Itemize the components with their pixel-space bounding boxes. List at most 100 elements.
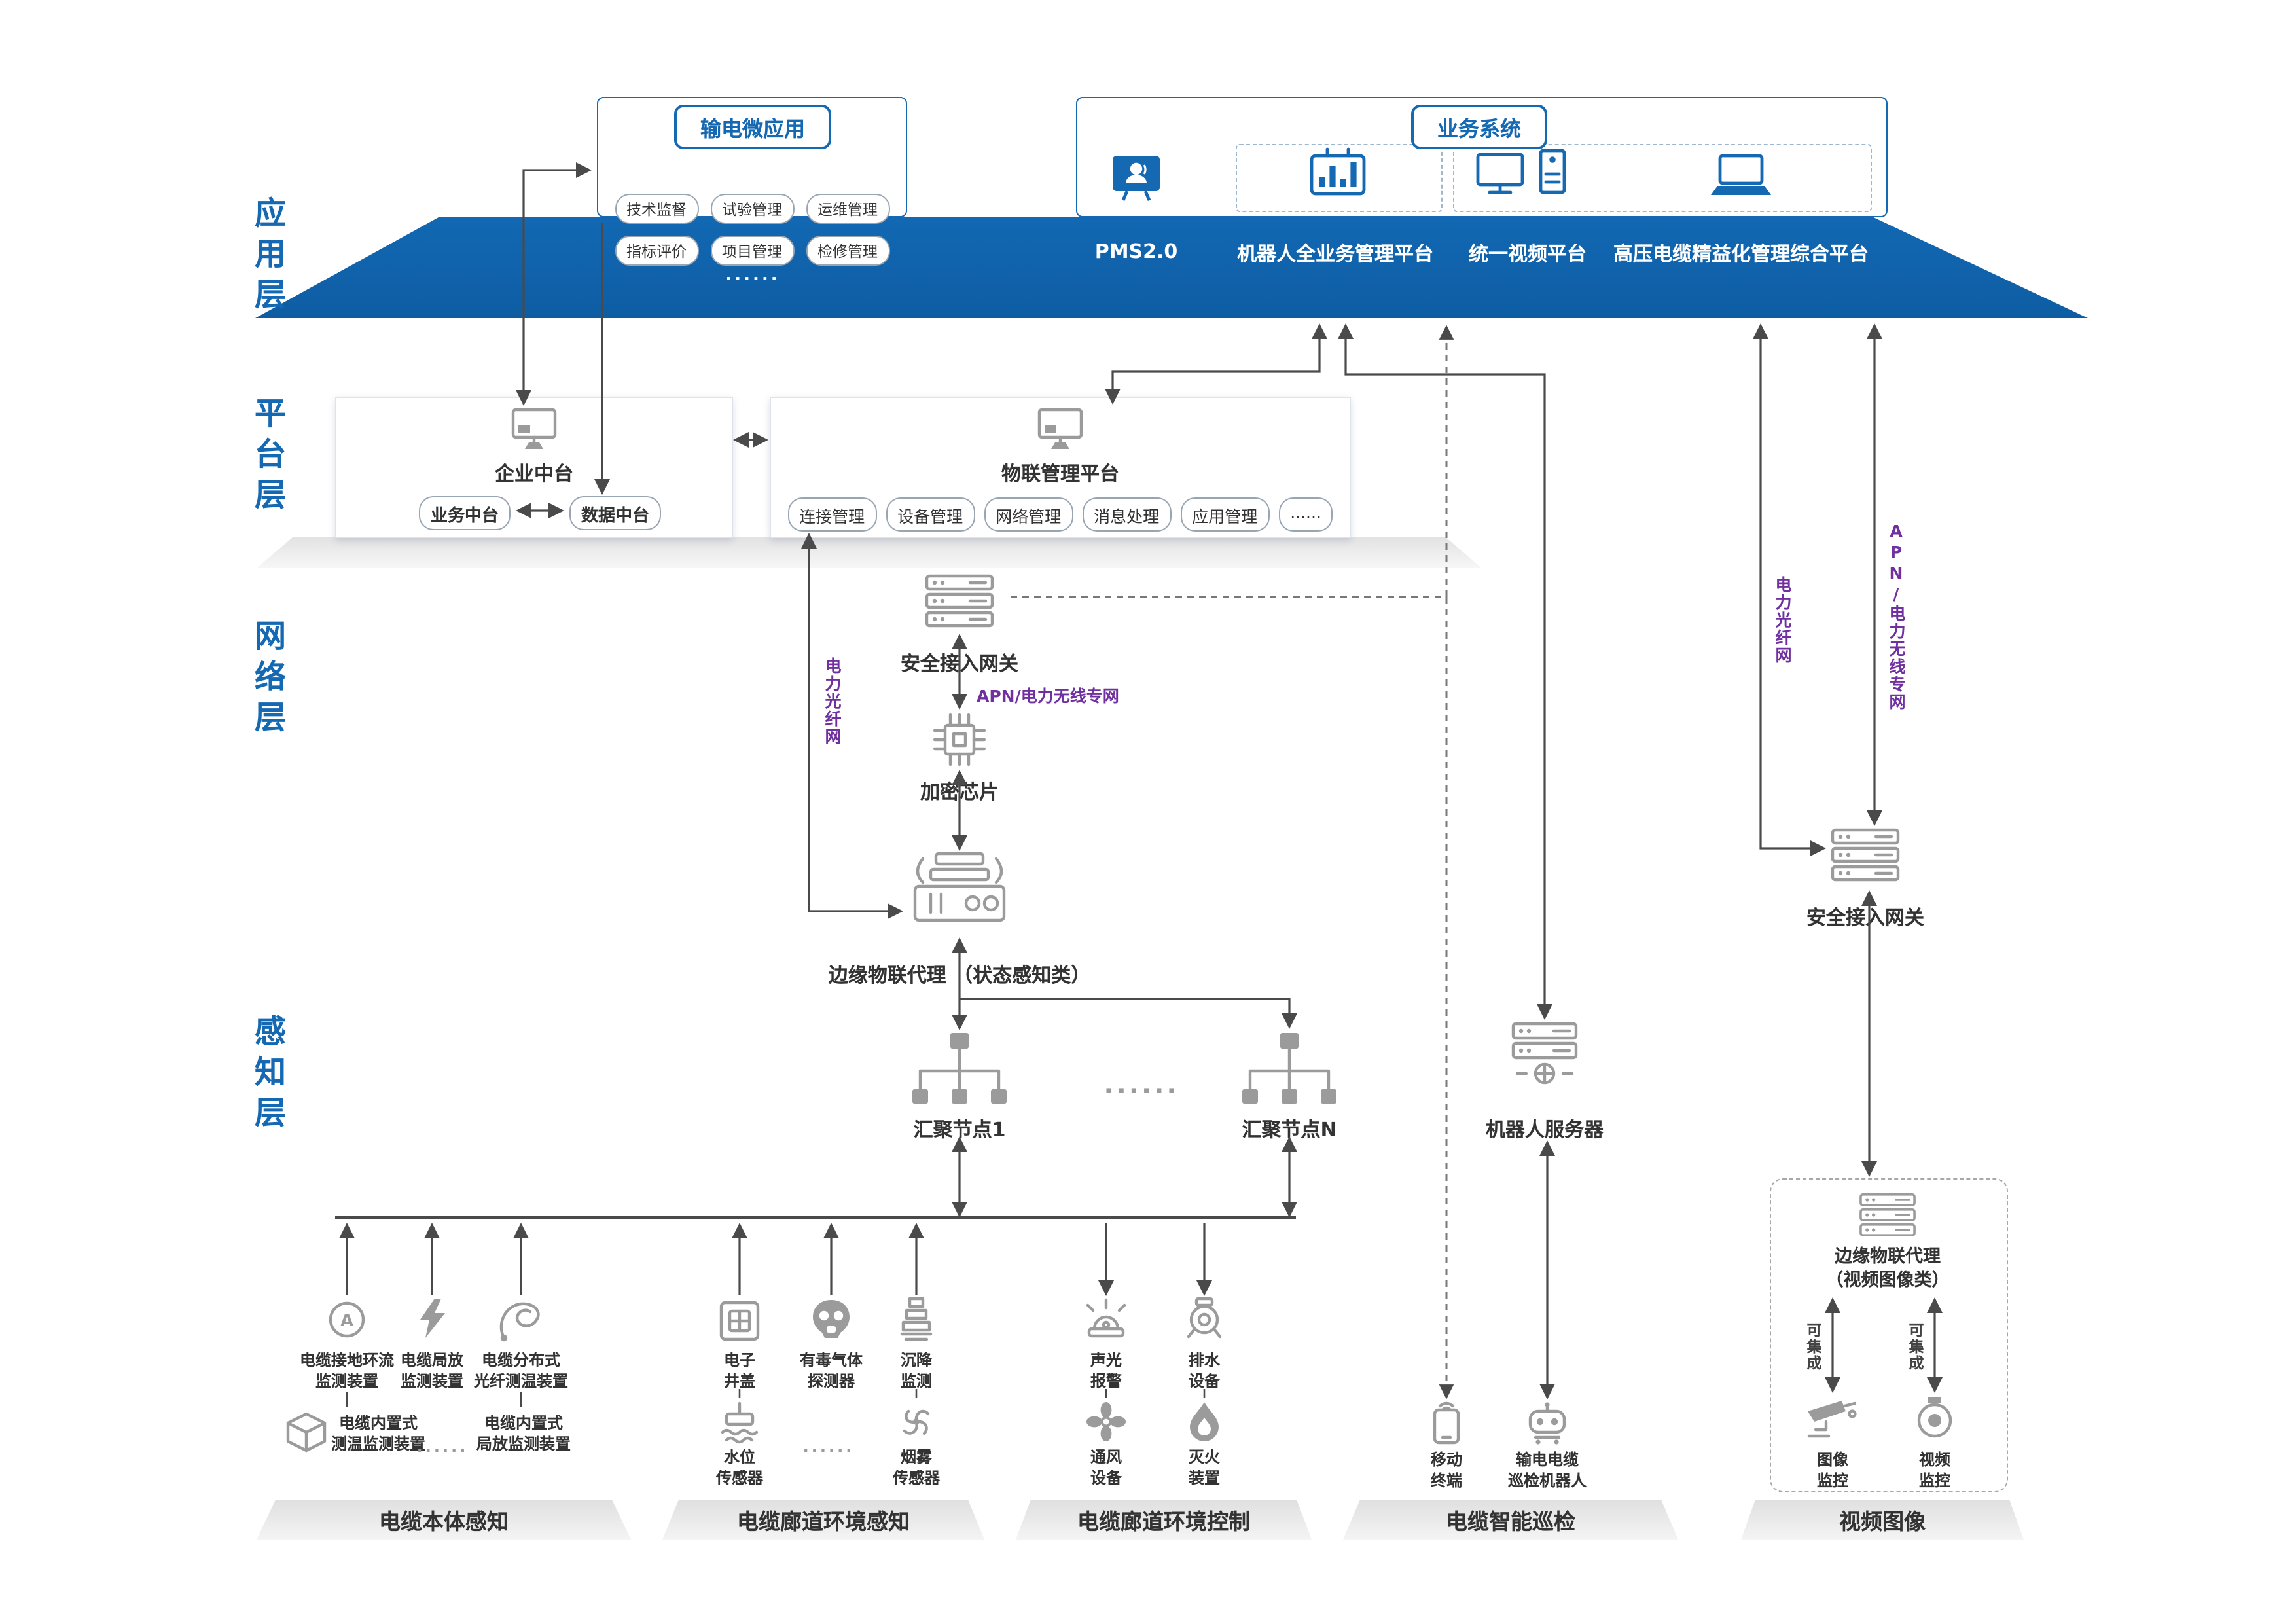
partial-discharge-label: 电缆局放 监测装置 (400, 1351, 464, 1390)
pill-connection-mgmt: 连接管理 (787, 497, 877, 532)
fiber-temp-label: 电缆分布式 光纤测温装置 (473, 1351, 569, 1390)
band-label-hv-cable-platform: 高压电缆精益化管理综合平台 (1613, 242, 1869, 266)
pill-app-mgmt: 应用管理 (1180, 497, 1270, 532)
ventilation-fan-icon (1085, 1401, 1127, 1443)
edge-agent-video-label: 边缘物联代理 （视频图像类） (1825, 1246, 1950, 1291)
fiber-temp-icon (496, 1300, 546, 1342)
edge-agent-video-icon (1857, 1191, 1918, 1238)
water-level-icon (719, 1401, 761, 1444)
band-label-pms: PMS2.0 (1094, 240, 1178, 263)
water-level-label: 水位 传感器 (715, 1448, 764, 1487)
group-cable-body: 电缆本体感知 (257, 1500, 631, 1540)
layer-label-perception: 感知层 (249, 1015, 285, 1136)
cctv-camera-icon (1805, 1396, 1860, 1440)
group1-ellipsis: ...... (416, 1437, 469, 1456)
node1-hub-icon (910, 1032, 1009, 1105)
pill-network-mgmt: 网络管理 (984, 497, 1073, 532)
inspection-robot-label: 输电电缆 巡检机器人 (1507, 1451, 1587, 1490)
group-corridor-sensing: 电缆廊道环境感知 (662, 1500, 984, 1540)
builtin-temp-cube-icon (285, 1411, 327, 1453)
robot-platform-chart-icon (1308, 147, 1368, 199)
pill-business-middle: 业务中台 (418, 496, 511, 530)
toxic-gas-label: 有毒气体 探测器 (799, 1351, 863, 1390)
image-monitor-label: 图像 监控 (1816, 1451, 1849, 1490)
security-gateway-icon (923, 573, 996, 628)
toxic-gas-icon (809, 1299, 853, 1341)
business-system-title: 业务系统 (1410, 105, 1548, 149)
p-index-eval: 指标评价 (615, 236, 698, 266)
sound-light-alarm-icon (1083, 1298, 1130, 1341)
ground-current-label: 电缆接地环流 监测装置 (299, 1351, 395, 1390)
drainage-pump-label: 排水 设备 (1188, 1351, 1221, 1390)
integrate-label-right: 可集成 (1907, 1322, 1926, 1371)
group-smart-inspection: 电缆智能巡检 (1343, 1500, 1678, 1540)
robot-server-icon (1509, 1021, 1580, 1089)
apn-label-right: APN/电力无线专网 (1886, 521, 1906, 711)
band-label-robot-platform: 机器人全业务管理平台 (1236, 242, 1434, 266)
node1-label: 汇聚节点1 (913, 1118, 1006, 1142)
p-test-mgmt: 试验管理 (710, 194, 794, 224)
integrate-label-left: 可集成 (1805, 1322, 1823, 1371)
enterprise-title: 企业中台 (494, 462, 574, 486)
iot-platform-title: 物联管理平台 (1001, 462, 1120, 486)
security-gateway-right-icon (1829, 827, 1902, 882)
robot-platform-dashed-box (1236, 144, 1443, 212)
micro-app-pill-row-1: 技术监督 试验管理 运维管理 (600, 194, 905, 224)
settlement-label: 沉降 监测 (900, 1351, 933, 1390)
pill-device-mgmt: 设备管理 (886, 497, 975, 532)
nodeN-label: 汇聚节点N (1242, 1118, 1337, 1142)
layer-label-application: 应用层 (249, 196, 285, 318)
encryption-chip-icon (929, 710, 990, 770)
pill-message-mgmt: 消息处理 (1082, 497, 1172, 532)
video-ball-camera-icon (1914, 1396, 1956, 1440)
micro-app-pill-row-2: 指标评价 项目管理 检修管理 (600, 236, 905, 266)
robot-server-label: 机器人服务器 (1485, 1118, 1604, 1142)
security-gateway-label: 安全接入网关 (900, 652, 1019, 676)
node-ellipsis: ...... (1103, 1068, 1179, 1100)
video-image-dashed-box (1770, 1178, 2008, 1492)
smoke-sensor-icon (895, 1401, 937, 1443)
edge-agent-state-icon (905, 851, 1014, 932)
encryption-chip-label: 加密芯片 (920, 780, 999, 804)
fire-extinguish-icon (1186, 1401, 1223, 1443)
ground-current-icon: A (327, 1300, 367, 1339)
p-tech-supervision: 技术监督 (615, 194, 698, 224)
inspection-robot-icon (1524, 1401, 1571, 1445)
pill-iot-ellipsis: ...... (1278, 497, 1333, 532)
micro-app-ellipsis: ...... (725, 266, 780, 285)
sound-light-alarm-label: 声光 报警 (1090, 1351, 1122, 1390)
enterprise-computer-icon (509, 407, 559, 452)
pms-app-icon (1110, 154, 1162, 202)
mobile-terminal-icon (1429, 1401, 1463, 1445)
apn-label: APN/电力无线专网 (977, 686, 1119, 706)
edge-agent-state-label: 边缘物联代理 （状态感知类） (828, 964, 1091, 987)
partial-discharge-icon (415, 1297, 449, 1339)
application-layer-band (255, 217, 2088, 318)
p-ops-mgmt: 运维管理 (806, 194, 889, 224)
group-corridor-control: 电缆廊道环境控制 (1016, 1500, 1312, 1540)
builtin-pd-label: 电缆内置式 局放监测装置 (476, 1414, 571, 1453)
video-hv-dashed-box (1453, 144, 1872, 212)
drainage-pump-icon (1182, 1296, 1227, 1341)
manhole-cover-icon (717, 1299, 762, 1343)
video-monitor-icon (1475, 152, 1525, 196)
fire-extinguish-label: 灭火 装置 (1188, 1448, 1221, 1487)
nodeN-hub-icon (1240, 1032, 1339, 1105)
p-repair-mgmt: 检修管理 (806, 236, 889, 266)
iot-pill-row: 连接管理 设备管理 网络管理 消息处理 应用管理 ...... (780, 497, 1340, 532)
video-server-tower-icon (1538, 148, 1567, 195)
security-gateway-right-label: 安全接入网关 (1806, 906, 1925, 929)
iot-computer-icon (1035, 407, 1085, 452)
platform-layer-shadow (257, 537, 1482, 568)
settlement-icon (899, 1296, 933, 1341)
manhole-cover-label: 电子 井盖 (723, 1351, 756, 1390)
fiber-network-label-left: 电力光纤网 (822, 657, 842, 746)
layer-label-network: 网络层 (249, 619, 285, 741)
group2-ellipsis: ...... (802, 1437, 855, 1456)
micro-app-title: 输电微应用 (673, 105, 832, 149)
group-video-image: 视频图像 (1741, 1500, 2024, 1540)
svg-text:A: A (340, 1311, 353, 1331)
laptop-icon (1710, 153, 1772, 198)
layer-label-platform: 平台层 (249, 397, 285, 518)
